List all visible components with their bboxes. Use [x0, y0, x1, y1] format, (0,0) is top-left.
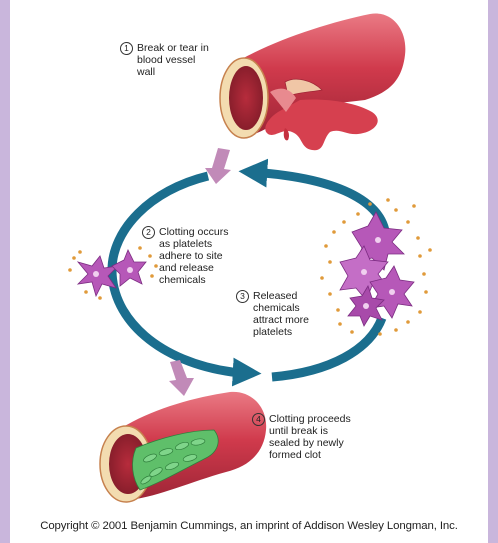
step-arrow-top — [205, 148, 231, 184]
chemical-dots-icon — [320, 198, 432, 336]
step-4: 4 Clotting proceeds until break is seale… — [252, 413, 351, 461]
platelet-icon — [76, 249, 147, 298]
clot-icon — [132, 429, 219, 491]
chemical-dots-icon — [68, 246, 158, 300]
torn-vessel-icon — [219, 13, 406, 151]
step-number: 1 — [120, 42, 133, 55]
step-text: Clotting occurs as platelets adhere to s… — [159, 226, 229, 286]
step-number: 2 — [142, 226, 155, 239]
step-text: Released chemicals attract more platelet… — [253, 290, 310, 338]
step-3: 3 Released chemicals attract more platel… — [236, 290, 309, 338]
step-arrow-bottom — [169, 360, 194, 396]
step-1: 1 Break or tear in blood vessel wall — [120, 42, 209, 78]
step-number: 4 — [252, 413, 265, 426]
step-text: Clotting proceeds until break is sealed … — [269, 413, 351, 461]
step-2: 2 Clotting occurs as platelets adhere to… — [142, 226, 228, 286]
step-number: 3 — [236, 290, 249, 303]
step-text: Break or tear in blood vessel wall — [137, 42, 209, 78]
platelet-cluster-icon — [339, 211, 415, 327]
copyright-notice: Copyright © 2001 Benjamin Cummings, an i… — [40, 520, 458, 532]
